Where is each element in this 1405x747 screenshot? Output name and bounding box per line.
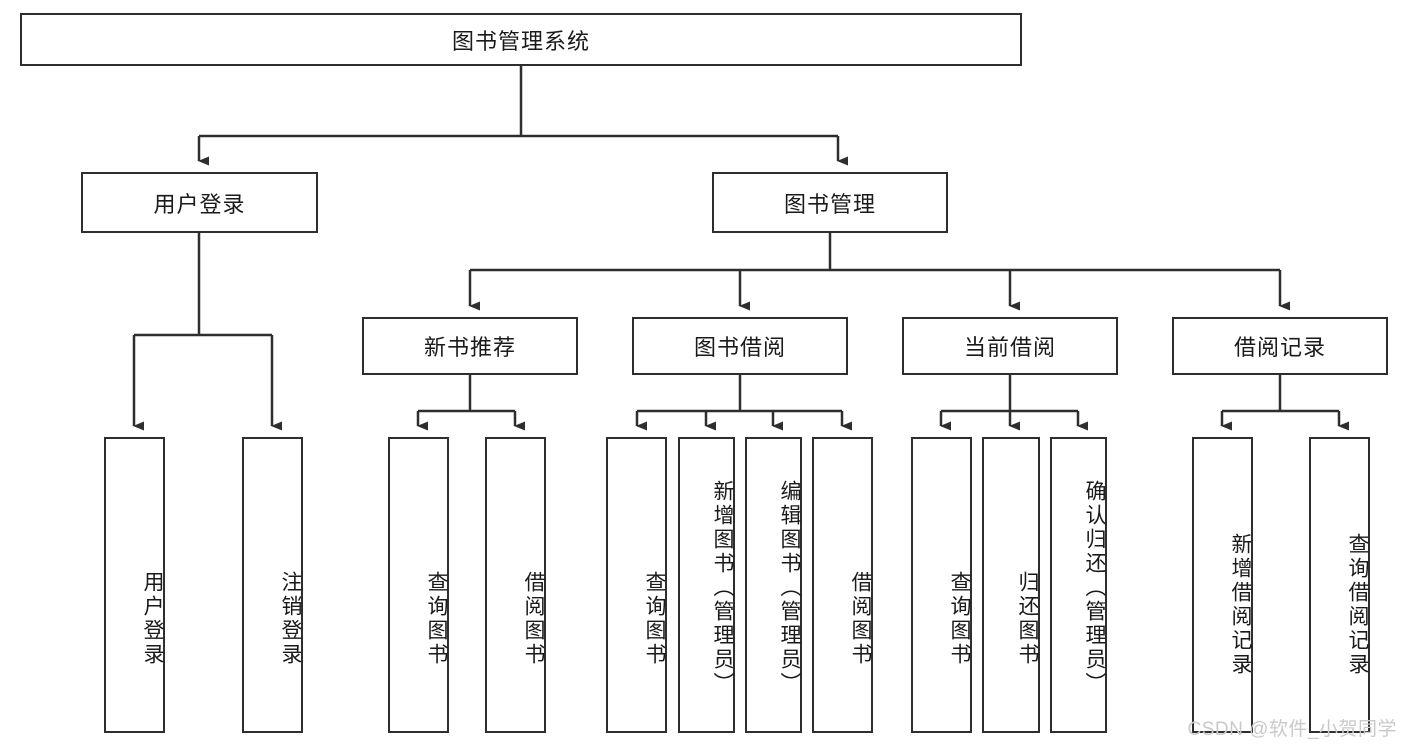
node-label: 借阅图书: [849, 571, 872, 667]
node-label: 确认归还（管理员）: [1083, 480, 1106, 696]
node-label: 归还图书: [1016, 571, 1039, 667]
node-label: 新增图书（管理员）: [711, 480, 734, 696]
node-book-borrow[interactable]: 图书借阅: [632, 317, 848, 375]
leaf-new-book-query[interactable]: 查询图书: [388, 437, 449, 733]
node-label: 图书借阅: [693, 335, 786, 360]
node-label: 查询图书: [643, 571, 666, 667]
leaf-user-login-logout[interactable]: 注销登录: [242, 437, 303, 733]
node-label: 图书管理: [783, 191, 876, 217]
leaf-borrow-edit-book-admin[interactable]: 编辑图书（管理员）: [745, 437, 802, 733]
leaf-user-login-login[interactable]: 用户登录: [104, 437, 165, 733]
node-user-login[interactable]: 用户登录: [81, 172, 318, 233]
leaf-record-query-record[interactable]: 查询借阅记录: [1309, 437, 1370, 733]
leaf-borrow-add-book-admin[interactable]: 新增图书（管理员）: [678, 437, 735, 733]
node-book-management[interactable]: 图书管理: [712, 172, 948, 233]
leaf-current-return-book[interactable]: 归还图书: [982, 437, 1040, 733]
node-label: 新增借阅记录: [1229, 533, 1252, 677]
csdn-watermark: CSDN @软件_小贺同学: [1187, 719, 1397, 740]
node-label: 用户登录: [141, 571, 164, 667]
node-current-borrow[interactable]: 当前借阅: [902, 317, 1118, 375]
node-label: 编辑图书（管理员）: [778, 480, 801, 696]
node-label: 查询图书: [948, 571, 971, 667]
leaf-current-confirm-return-admin[interactable]: 确认归还（管理员）: [1050, 437, 1107, 733]
node-new-book-recommend[interactable]: 新书推荐: [362, 317, 578, 375]
leaf-borrow-query-book[interactable]: 查询图书: [606, 437, 667, 733]
node-label: 当前借阅: [963, 335, 1056, 360]
node-label: 查询借阅记录: [1346, 533, 1369, 677]
node-label: 借阅记录: [1233, 335, 1326, 360]
node-root-system[interactable]: 图书管理系统: [20, 13, 1022, 66]
node-borrow-record[interactable]: 借阅记录: [1172, 317, 1388, 375]
leaf-new-book-borrow[interactable]: 借阅图书: [485, 437, 546, 733]
node-label: 新书推荐: [423, 335, 516, 360]
leaf-current-query-book[interactable]: 查询图书: [911, 437, 972, 733]
node-label: 用户登录: [153, 191, 246, 217]
node-label: 借阅图书: [522, 571, 545, 667]
leaf-borrow-borrow-book[interactable]: 借阅图书: [812, 437, 873, 733]
node-label: 查询图书: [425, 571, 448, 667]
leaf-record-add-record[interactable]: 新增借阅记录: [1192, 437, 1253, 733]
node-label: 图书管理系统: [451, 28, 590, 54]
node-label: 注销登录: [279, 571, 302, 667]
